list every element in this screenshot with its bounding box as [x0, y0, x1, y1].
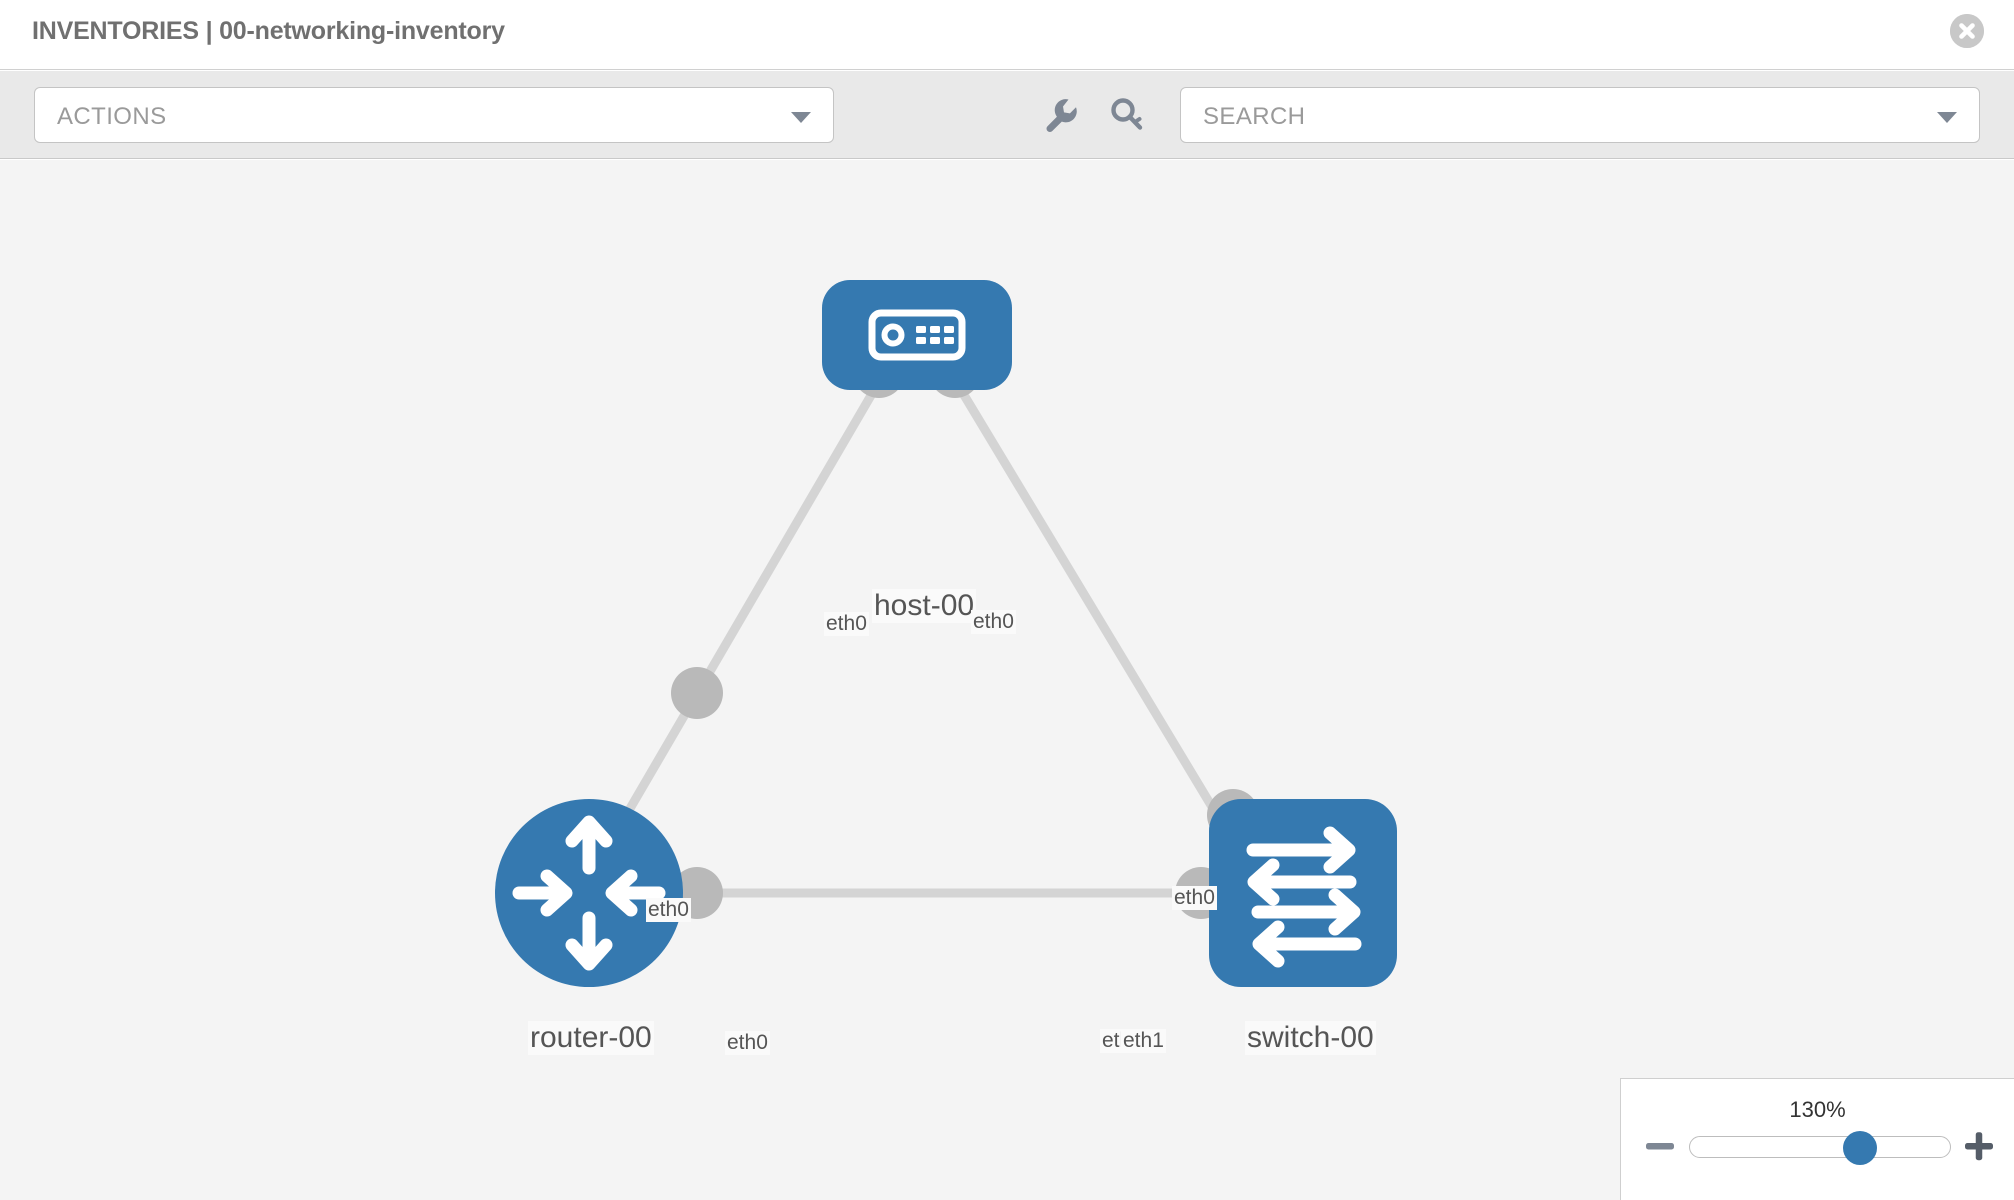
page-header: INVENTORIES | 00-networking-inventory	[0, 0, 2014, 70]
endpoint-router-eth0-up[interactable]	[671, 667, 723, 719]
topology-links	[596, 377, 1250, 898]
topology-canvas[interactable]: host-00 router-00 switch-00 eth0 eth0 et…	[0, 160, 2014, 1200]
zoom-slider-thumb[interactable]	[1842, 1131, 1877, 1165]
server-icon	[868, 309, 966, 361]
key-icon[interactable]	[1105, 93, 1149, 137]
interface-label[interactable]: eth1	[1121, 1029, 1166, 1053]
interface-label[interactable]: eth0	[824, 612, 869, 636]
actions-dropdown[interactable]: ACTIONS	[34, 87, 834, 143]
switch-arrows-icon	[1246, 826, 1362, 968]
node-label-switch[interactable]: switch-00	[1245, 1021, 1376, 1055]
interface-label[interactable]: eth0	[725, 1031, 770, 1055]
interface-label[interactable]: eth0	[646, 898, 691, 922]
chevron-down-icon	[791, 112, 811, 123]
router-arrows-icon	[512, 815, 666, 971]
toolbar: ACTIONS SEARCH	[0, 71, 2014, 159]
minus-icon[interactable]	[1643, 1129, 1677, 1163]
search-placeholder: SEARCH	[1203, 103, 1306, 130]
node-host-00[interactable]	[822, 280, 1012, 390]
zoom-control-panel: 130%	[1620, 1078, 2014, 1200]
node-switch-00[interactable]	[1209, 799, 1397, 987]
link-host-router[interactable]	[596, 377, 884, 863]
node-router-00[interactable]	[495, 799, 683, 987]
node-label-host[interactable]: host-00	[872, 589, 977, 623]
zoom-slider[interactable]	[1689, 1131, 1951, 1165]
node-label-router[interactable]: router-00	[528, 1021, 654, 1055]
zoom-level-value: 130%	[1789, 1097, 1846, 1122]
wrench-icon[interactable]	[1038, 93, 1082, 137]
search-input[interactable]: SEARCH	[1180, 87, 1980, 143]
page-title: INVENTORIES | 00-networking-inventory	[32, 17, 505, 45]
topology-graph	[495, 280, 1397, 987]
actions-dropdown-label: ACTIONS	[57, 103, 167, 130]
link-host-switch[interactable]	[951, 377, 1242, 853]
interface-label[interactable]: eth0	[971, 610, 1016, 634]
plus-icon[interactable]	[1962, 1129, 1996, 1163]
topology-endpoints	[671, 346, 1259, 919]
interface-label[interactable]: eth0	[1172, 886, 1217, 910]
chevron-down-icon[interactable]	[1937, 112, 1957, 123]
close-icon[interactable]	[1950, 14, 1984, 48]
